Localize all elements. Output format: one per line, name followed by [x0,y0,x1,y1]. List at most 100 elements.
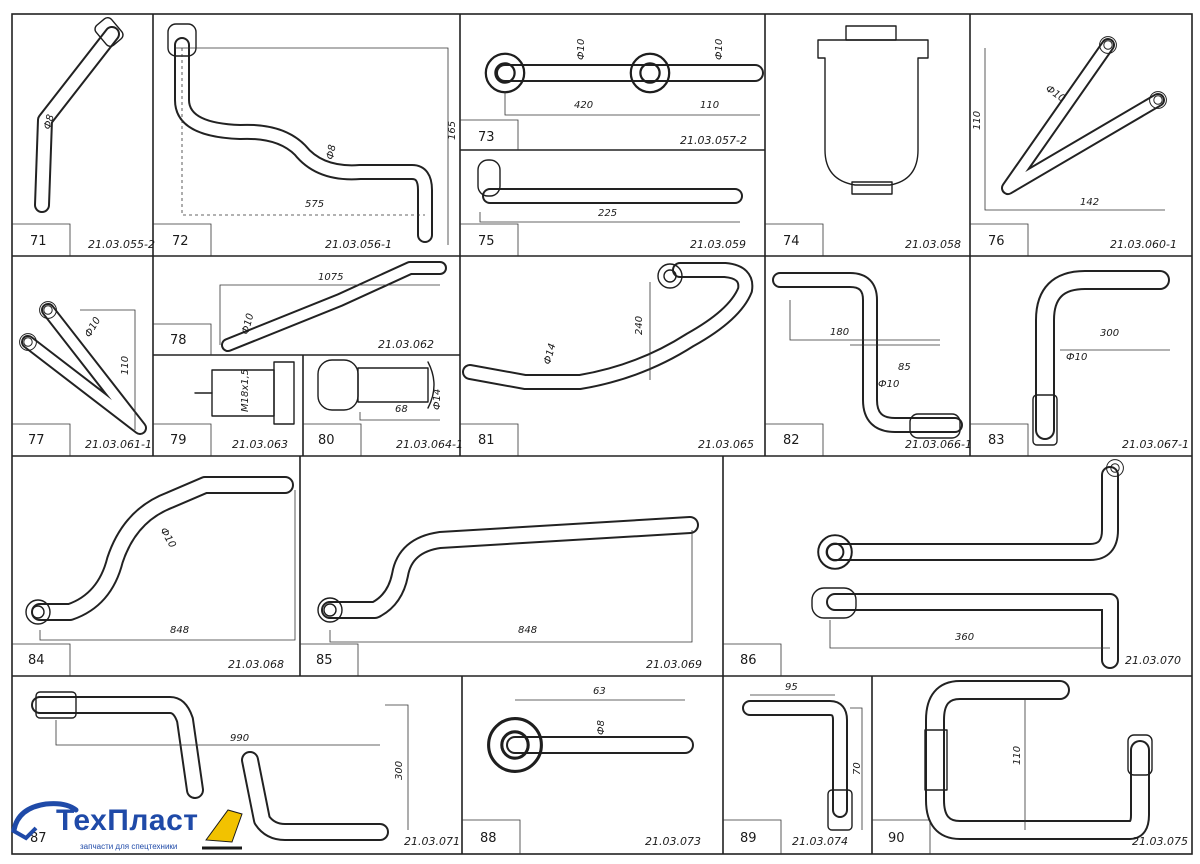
part-82-drawing [772,272,963,439]
part-number: 74 [783,234,800,249]
dimension: 110 [120,356,131,375]
dimension: 240 [634,316,645,335]
part-code: 21.03.055-2 [88,238,155,251]
part-number: 85 [316,653,333,668]
dimension: 848 [170,625,189,636]
part-73-drawing [484,52,764,116]
dimension: 68 [395,404,408,415]
dimension: 575 [305,199,324,210]
part-90-drawing [924,680,1153,840]
part-81-drawing [462,262,754,390]
part-code: 21.03.062 [378,338,434,351]
part-75-drawing [477,159,743,223]
dimension: 165 [447,121,458,140]
part-78-drawing [219,261,447,352]
part-76-drawing [984,36,1167,211]
dimension: Ф10 [240,312,256,335]
part-code: 21.03.065 [698,438,754,451]
part-71-drawing [34,16,124,213]
part-number: 81 [478,433,495,448]
dimension: М18х1,5 [240,369,251,412]
dimension: 63 [593,686,606,697]
part-80-drawing [317,359,440,421]
part-code: 21.03.069 [646,658,702,671]
part-code: 21.03.068 [228,658,284,671]
dimension: Ф10 [1066,352,1087,363]
part-77-drawing [19,301,147,435]
dimension: Ф10 [83,316,103,340]
part-84-drawing [25,476,296,641]
dimension: Ф14 [432,389,443,410]
part-number: 82 [783,433,800,448]
excavator-icon [11,801,243,850]
part-code: 21.03.075 [1132,835,1188,848]
part-89-drawing [742,694,863,831]
dimension: 85 [898,362,911,373]
part-83-drawing [1032,270,1170,446]
cell-labels: 71 72 73 74 75 76 77 78 79 80 81 82 83 8… [28,130,1189,848]
dimension: 110 [1012,746,1023,765]
part-number: 84 [28,653,45,668]
dimension: 225 [598,208,617,219]
part-72-drawing [167,23,449,245]
part-code: 21.03.066-1 [905,438,972,451]
part-number: 76 [988,234,1005,249]
part-85-drawing [317,516,699,643]
dimension: Ф8 [596,720,607,735]
part-code: 21.03.071 [404,835,460,848]
part-number: 89 [740,831,757,846]
dimension: Ф8 [325,144,338,161]
part-number: 78 [170,333,187,348]
dimension: Ф10 [157,526,177,550]
dimension: 142 [1080,197,1099,208]
dimension: 180 [830,327,849,338]
part-79-drawing [194,361,295,425]
part-number: 75 [478,234,495,249]
dimension: 300 [1100,328,1119,339]
dimension: Ф10 [576,39,587,60]
part-code: 21.03.063 [232,438,288,451]
dimension: 848 [518,625,537,636]
dimension: Ф10 [878,379,899,390]
part-code: 21.03.056-1 [325,238,392,251]
part-88-drawing [487,699,694,773]
part-code: 21.03.064-1 [396,438,463,451]
part-number: 86 [740,653,757,668]
part-number: 88 [480,831,497,846]
dimension: Ф8 [42,113,57,130]
dimension: Ф14 [542,342,558,365]
part-code: 21.03.061-1 [85,438,152,451]
dimension: 70 [852,762,863,775]
part-code: 21.03.074 [792,835,848,848]
part-87-drawing [31,691,409,841]
brand-logo: ТехПласт запчасти для спецтехники [6,790,246,860]
part-number: 73 [478,130,495,145]
part-number: 72 [172,234,189,249]
part-code: 21.03.073 [645,835,701,848]
part-number: 71 [30,234,47,249]
dimension: Ф10 [714,39,725,60]
part-code: 21.03.060-1 [1110,238,1177,251]
part-number: 87 [30,831,47,846]
part-86-drawing [811,459,1124,669]
part-code: 21.03.070 [1125,654,1181,667]
part-number: 90 [888,831,905,846]
dimension: 300 [394,761,405,780]
part-number: 80 [318,433,335,448]
dimension: 1075 [318,272,343,283]
brand-name: ТехПласт [56,804,199,837]
part-number: 77 [28,433,45,448]
part-code: 21.03.059 [690,238,746,251]
part-code: 21.03.058 [905,238,961,251]
dimension: 110 [972,111,983,130]
part-number: 79 [170,433,187,448]
brand-tagline: запчасти для спецтехники [80,842,178,851]
dimension: 360 [955,632,974,643]
dimension: 420 [574,100,593,111]
part-number: 83 [988,433,1005,448]
dimension: 990 [230,733,249,744]
dimension: 110 [700,100,719,111]
dimension: 95 [785,682,798,693]
part-74-drawing [817,25,929,195]
